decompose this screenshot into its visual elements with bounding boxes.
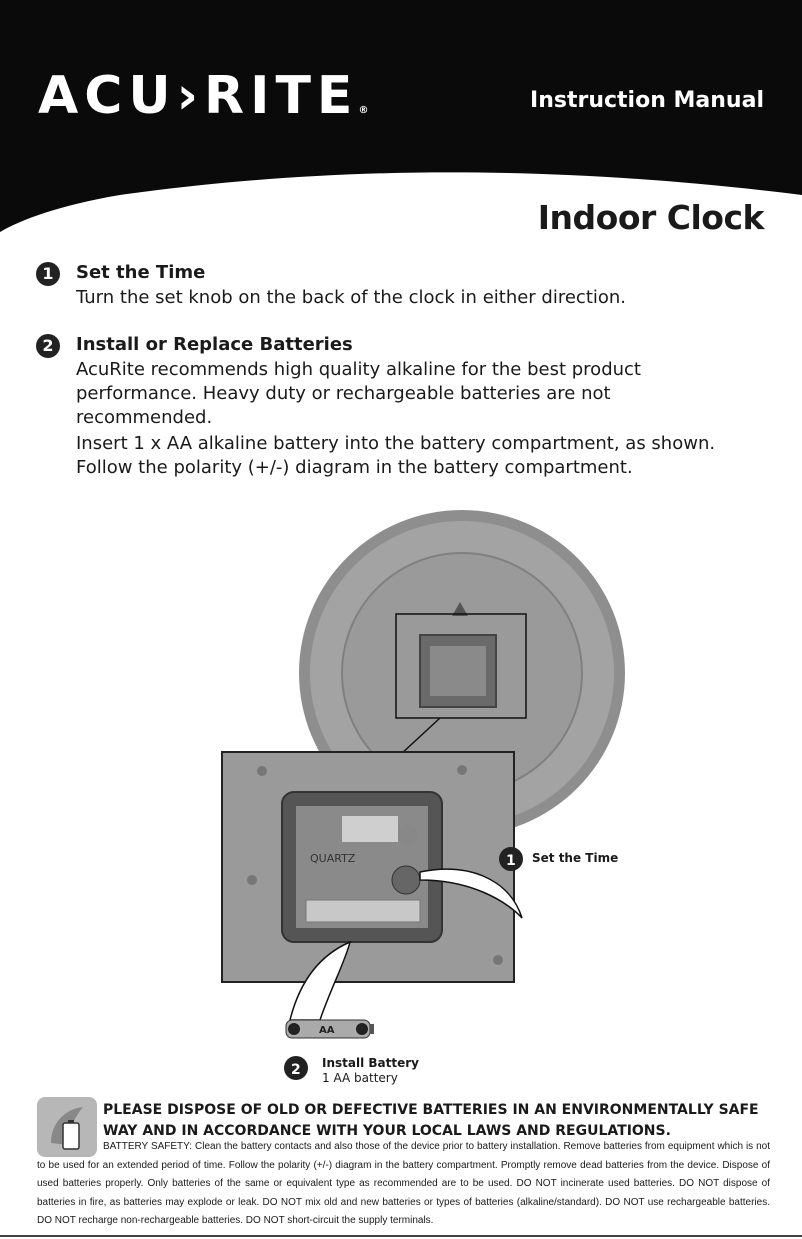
battery-label: AA xyxy=(319,1025,335,1036)
step-2-line-2: performance. Heavy duty or rechargeable … xyxy=(76,383,611,404)
arrow-install-battery xyxy=(289,940,352,1021)
callout-2-badge xyxy=(284,1056,308,1080)
battery-slot xyxy=(305,899,421,923)
battery-safety-text: BATTERY SAFETY: Clean the battery contac… xyxy=(37,1141,770,1226)
screw-1 xyxy=(257,766,267,776)
callout-2-label: Install Battery xyxy=(322,1056,419,1070)
acurite-logo: ACU›RITE® xyxy=(38,66,368,126)
screw-4 xyxy=(493,955,503,965)
recycle-battery-icon xyxy=(37,1097,97,1157)
disposal-warning: PLEASE DISPOSE OF OLD OR DEFECTIVE BATTE… xyxy=(103,1102,759,1139)
movement-brand: QUARTZ xyxy=(310,852,356,865)
arrow-set-time xyxy=(419,868,523,919)
step-2-line-1: AcuRite recommends high quality alkaline… xyxy=(76,359,641,380)
minus-terminal xyxy=(288,1023,300,1035)
set-knob xyxy=(391,865,421,895)
page-title: Indoor Clock xyxy=(537,198,765,237)
plus-terminal xyxy=(356,1023,368,1035)
screw-3 xyxy=(247,875,257,885)
header-band xyxy=(0,0,802,232)
step-2-line-5: Follow the polarity (+/-) diagram in the… xyxy=(76,457,633,478)
gear xyxy=(398,824,418,844)
step-2-number: 2 xyxy=(36,334,60,358)
step-2-line-4: Insert 1 x AA alkaline battery into the … xyxy=(76,433,716,454)
callout-2-sub: 1 AA battery xyxy=(322,1071,398,1085)
step-1-title: Set the Time xyxy=(76,262,206,283)
callout-1-badge xyxy=(499,847,523,871)
brand-name: ACU›RITE xyxy=(38,66,359,126)
movement-label xyxy=(342,816,398,842)
instruction-manual-label: Instruction Manual xyxy=(530,88,764,113)
step-1-number: 1 xyxy=(36,262,60,286)
step-2-title: Install or Replace Batteries xyxy=(76,334,353,355)
hanger-hook xyxy=(452,602,468,616)
registered-mark: ® xyxy=(358,105,369,116)
callout-1-label: Set the Time xyxy=(532,851,619,865)
movement-small-inner xyxy=(430,646,486,696)
step-1-text: Turn the set knob on the back of the clo… xyxy=(76,287,627,308)
zoom-frame xyxy=(395,613,527,719)
screw-2 xyxy=(457,765,467,775)
zoom-connector xyxy=(399,717,441,756)
step-2-line-3: recommended. xyxy=(76,407,213,428)
bottom-rule xyxy=(0,1235,802,1237)
battery-tip xyxy=(370,1024,374,1034)
callout-1-number: 1 xyxy=(506,853,516,869)
callout-2-number: 2 xyxy=(291,1062,301,1078)
